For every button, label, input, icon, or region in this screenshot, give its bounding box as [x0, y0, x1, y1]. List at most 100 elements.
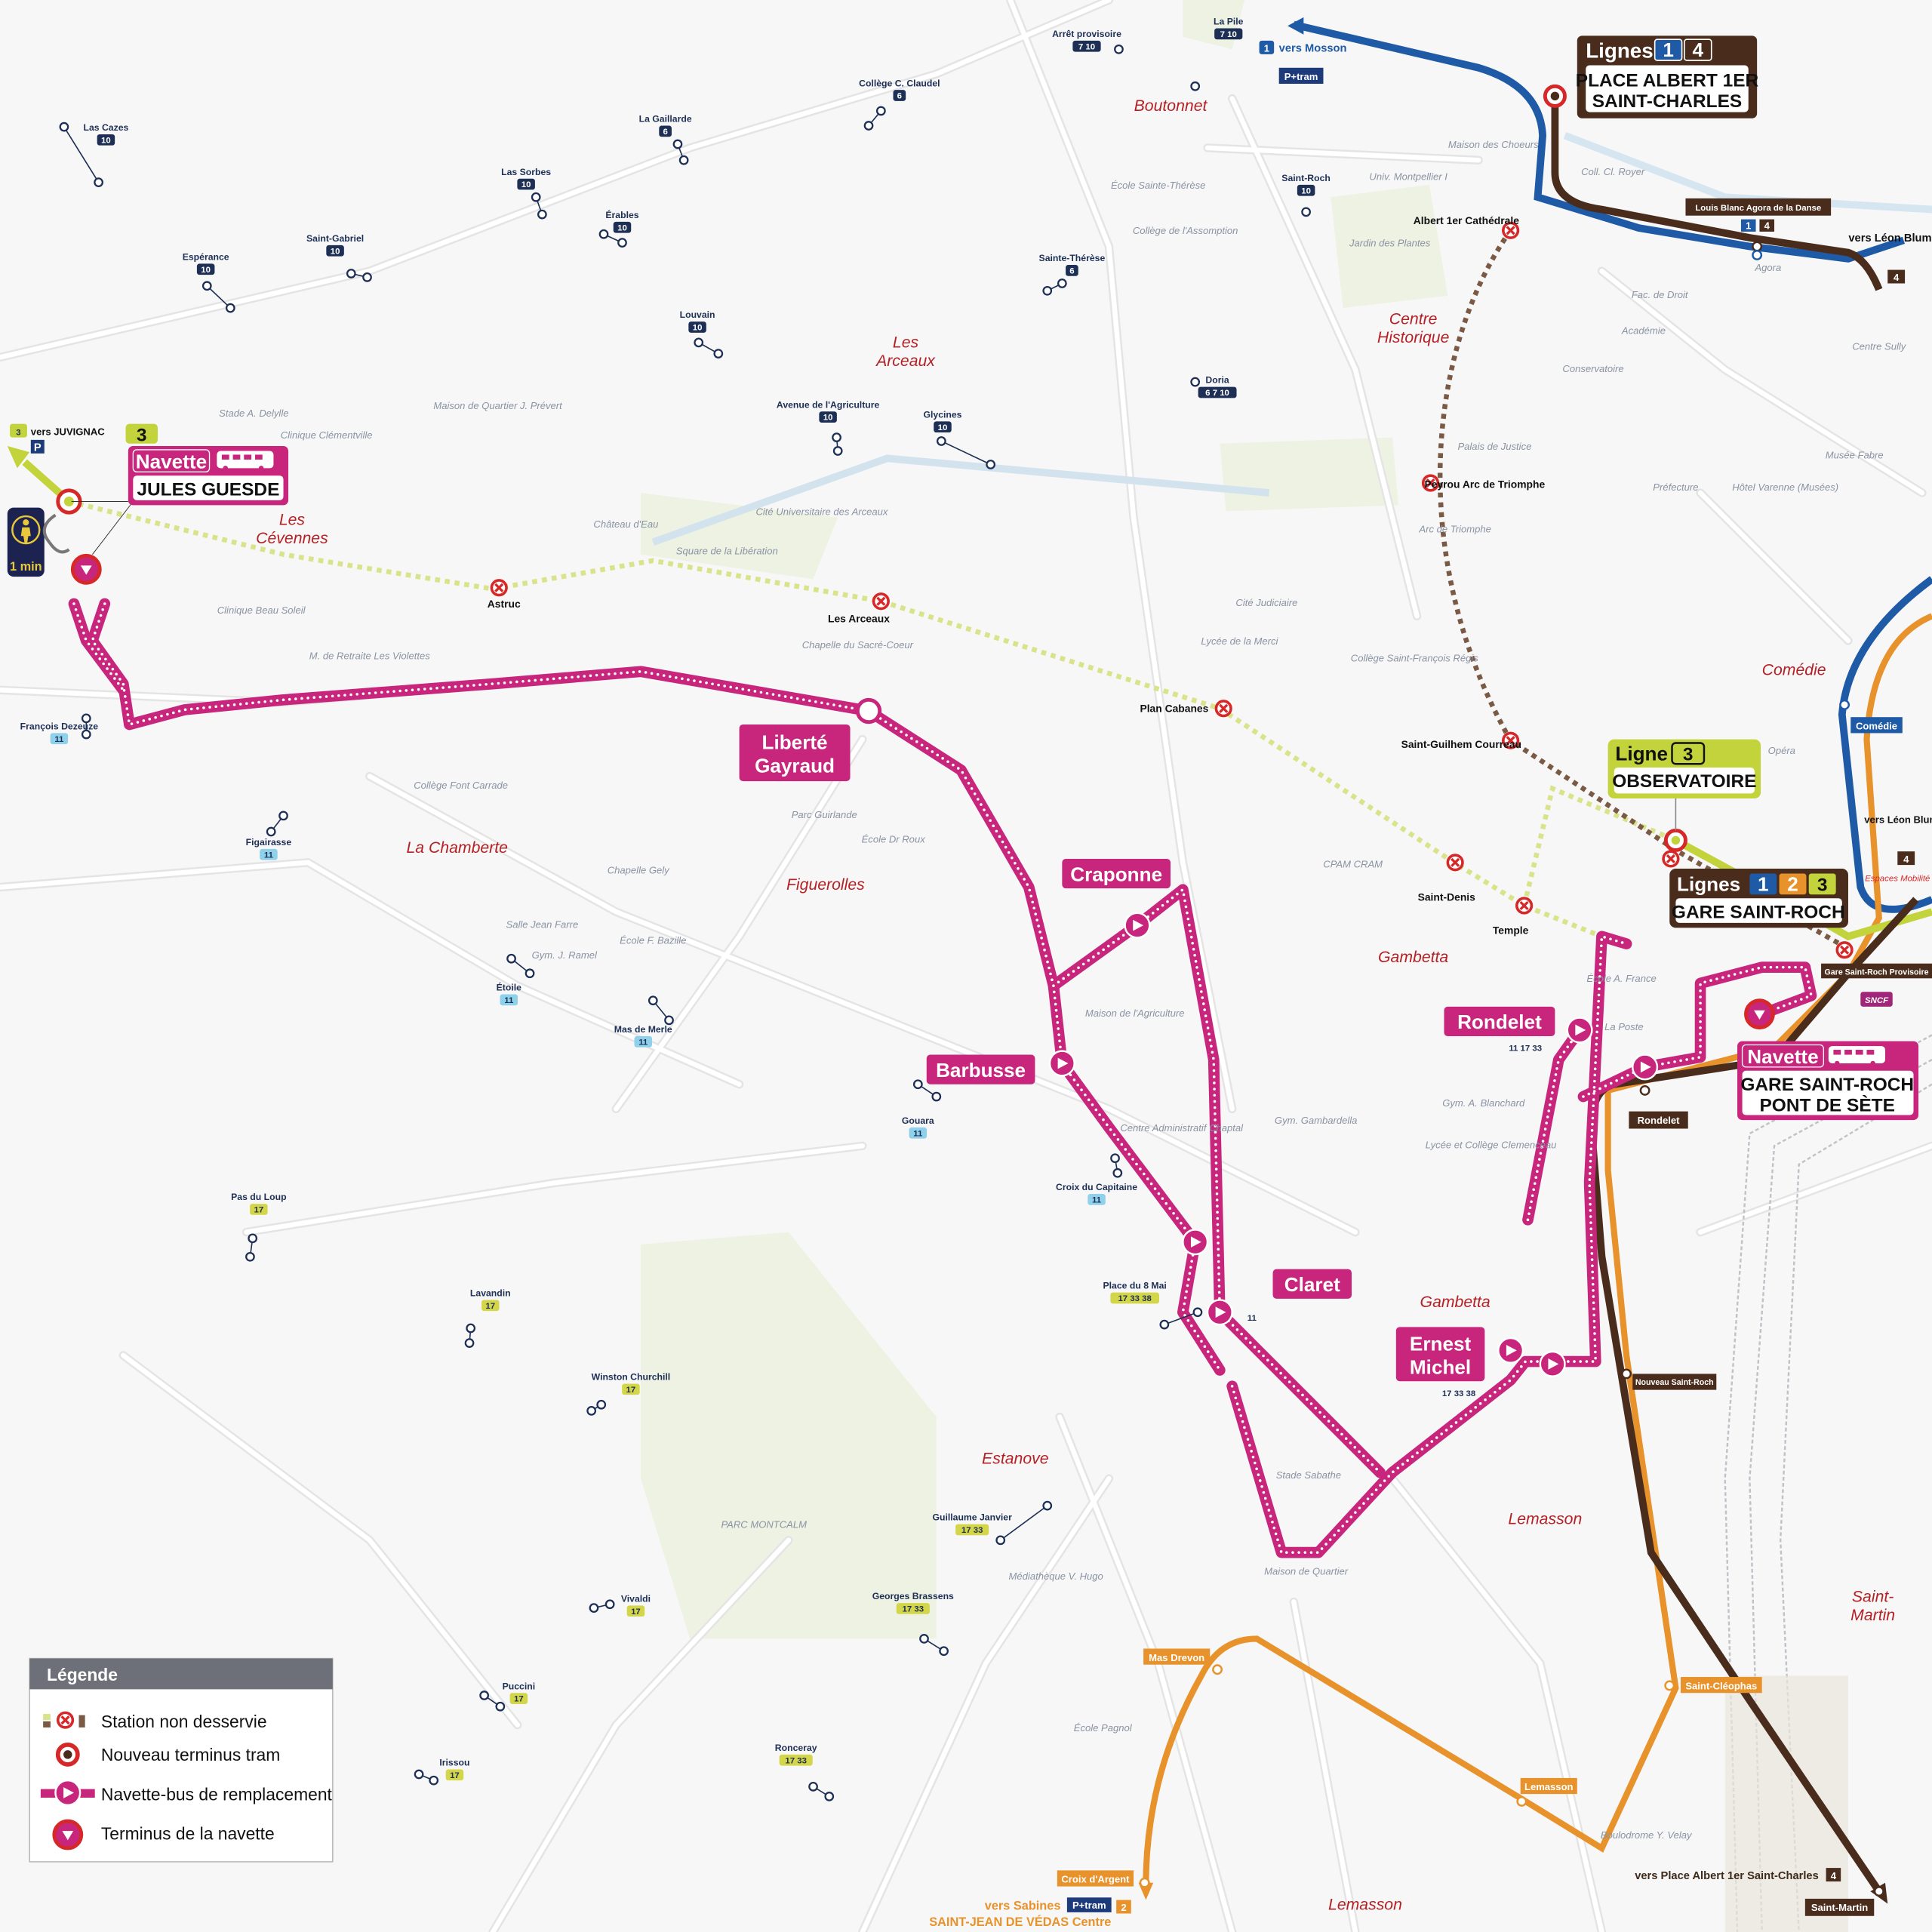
- bus-stop-dot[interactable]: [1159, 1319, 1170, 1330]
- bus-stop-dot[interactable]: [596, 1399, 607, 1410]
- bus-stop-dot[interactable]: [713, 349, 724, 358]
- bus-stop-dot[interactable]: [912, 1079, 923, 1090]
- shuttle-stop-marker[interactable]: [1124, 912, 1151, 939]
- shuttle-stop-marker[interactable]: [1048, 1050, 1075, 1077]
- bus-stop-dot[interactable]: [1042, 1500, 1053, 1511]
- shuttle-stop-marker[interactable]: [1497, 1337, 1524, 1364]
- bus-stop-dot[interactable]: [466, 1323, 476, 1334]
- bus-stop-dot[interactable]: [464, 1338, 475, 1348]
- bus-stop-dot[interactable]: [531, 192, 541, 202]
- bus-stop-dot[interactable]: [1190, 377, 1201, 387]
- bus-stop-dot[interactable]: [495, 1701, 506, 1712]
- bus-stop-dot[interactable]: [694, 337, 704, 348]
- bus-stop-dot[interactable]: [414, 1769, 424, 1780]
- bus-stop-dot[interactable]: [429, 1775, 439, 1786]
- bus-stop-dot[interactable]: [672, 139, 683, 149]
- shuttle-terminus-marker[interactable]: [1746, 1001, 1773, 1028]
- bus-stop-dot[interactable]: [525, 968, 535, 979]
- bus-stop-dot[interactable]: [94, 177, 103, 187]
- bus-stop-dot[interactable]: [986, 460, 996, 469]
- bus-stop-dot[interactable]: [81, 713, 91, 724]
- bus-stop-dot[interactable]: [506, 953, 516, 964]
- bus-stop-dot[interactable]: [598, 229, 609, 239]
- bus-stop-dot[interactable]: [936, 436, 946, 446]
- shuttle-stop-marker[interactable]: [1566, 1017, 1593, 1044]
- bus-stop-dot[interactable]: [919, 1634, 929, 1644]
- shuttle-stop-liberte-gayraud-marker[interactable]: [855, 697, 882, 724]
- bus-stop-dot[interactable]: [278, 811, 288, 821]
- bus-stop-dot[interactable]: [537, 209, 547, 220]
- bus-stop-dot[interactable]: [875, 106, 886, 116]
- bus-stop-dot[interactable]: [664, 1015, 674, 1026]
- bus-stop-dot[interactable]: [832, 446, 843, 456]
- bus-stop-dot[interactable]: [931, 1091, 942, 1102]
- bus-stop-dot[interactable]: [808, 1781, 818, 1792]
- bus-stop-dot[interactable]: [346, 269, 356, 278]
- bus-stop-dot[interactable]: [202, 281, 212, 291]
- bus-stop-dot[interactable]: [678, 155, 689, 165]
- bus-stop-dot[interactable]: [832, 432, 841, 442]
- bus-stop-dot[interactable]: [266, 826, 276, 837]
- shuttle-stop-marker[interactable]: [1632, 1054, 1659, 1081]
- bus-stop-dot[interactable]: [225, 303, 235, 313]
- bus-stop-dot[interactable]: [586, 1406, 597, 1416]
- shuttle-stop-marker[interactable]: [1206, 1299, 1233, 1326]
- bus-stop-dot[interactable]: [59, 122, 69, 132]
- bus-stop-dot[interactable]: [248, 1233, 258, 1244]
- shuttle-terminus-marker[interactable]: [72, 555, 100, 583]
- bus-stop-dot[interactable]: [1110, 1153, 1120, 1164]
- shuttle-stop-marker[interactable]: [1539, 1350, 1566, 1377]
- bus-stop-dot[interactable]: [1114, 44, 1124, 54]
- bus-stop-dot[interactable]: [863, 121, 874, 131]
- bus-stop-dot[interactable]: [362, 272, 372, 282]
- bus-stop-dot[interactable]: [245, 1251, 255, 1262]
- bus-stop-dot[interactable]: [1057, 278, 1067, 288]
- bus-stop-dot[interactable]: [617, 238, 627, 248]
- bus-stop-dot[interactable]: [1192, 1307, 1203, 1318]
- bus-stop-dot[interactable]: [81, 729, 91, 740]
- bus-stop-dot[interactable]: [1112, 1168, 1123, 1178]
- bus-stop-dot[interactable]: [824, 1792, 835, 1801]
- shuttle-stop-marker[interactable]: [1182, 1229, 1209, 1256]
- bus-stop-dot[interactable]: [1190, 81, 1201, 91]
- bus-stop-dot[interactable]: [1301, 207, 1311, 217]
- bus-stop-dot[interactable]: [479, 1690, 490, 1700]
- bus-stop-dot[interactable]: [939, 1646, 949, 1657]
- bus-stop-dot[interactable]: [605, 1599, 615, 1610]
- bus-stop-dot[interactable]: [589, 1603, 599, 1613]
- bus-stop-dot[interactable]: [648, 995, 658, 1006]
- bus-stop-dot[interactable]: [1042, 285, 1053, 296]
- bus-stop-dot[interactable]: [995, 1535, 1006, 1546]
